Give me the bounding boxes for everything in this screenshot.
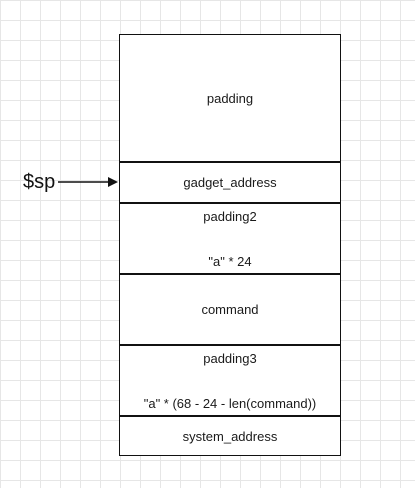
- padding2-expression: "a" * 24: [208, 253, 252, 269]
- stack-divider: [119, 415, 341, 417]
- padding3-expression: "a" * (68 - 24 - len(command)): [143, 396, 317, 411]
- stack-divider: [119, 161, 341, 163]
- stack-divider: [119, 344, 341, 346]
- memory-stack: padding gadget_address padding2 "a" * 24…: [119, 34, 341, 456]
- arrow-head: [108, 177, 118, 187]
- stack-cell-system-address: system_address: [120, 417, 340, 455]
- stack-cell-padding2: padding2 "a" * 24: [120, 204, 340, 273]
- stack-cell-padding: padding: [120, 35, 340, 162]
- stack-cell-gadget-address: gadget_address: [120, 163, 340, 202]
- gadget-address-label: gadget_address: [183, 175, 277, 190]
- system-address-label: system_address: [182, 428, 278, 444]
- padding2-label: padding2: [203, 208, 257, 224]
- padding-label: padding: [206, 91, 254, 106]
- stack-divider: [119, 202, 341, 204]
- stack-cell-command: command: [120, 275, 340, 344]
- stack-pointer-label: $sp: [23, 171, 56, 193]
- command-label: command: [201, 302, 259, 317]
- stack-divider: [119, 273, 341, 275]
- padding3-label: padding3: [203, 351, 257, 366]
- stack-cell-padding3: padding3 "a" * (68 - 24 - len(command)): [120, 346, 340, 416]
